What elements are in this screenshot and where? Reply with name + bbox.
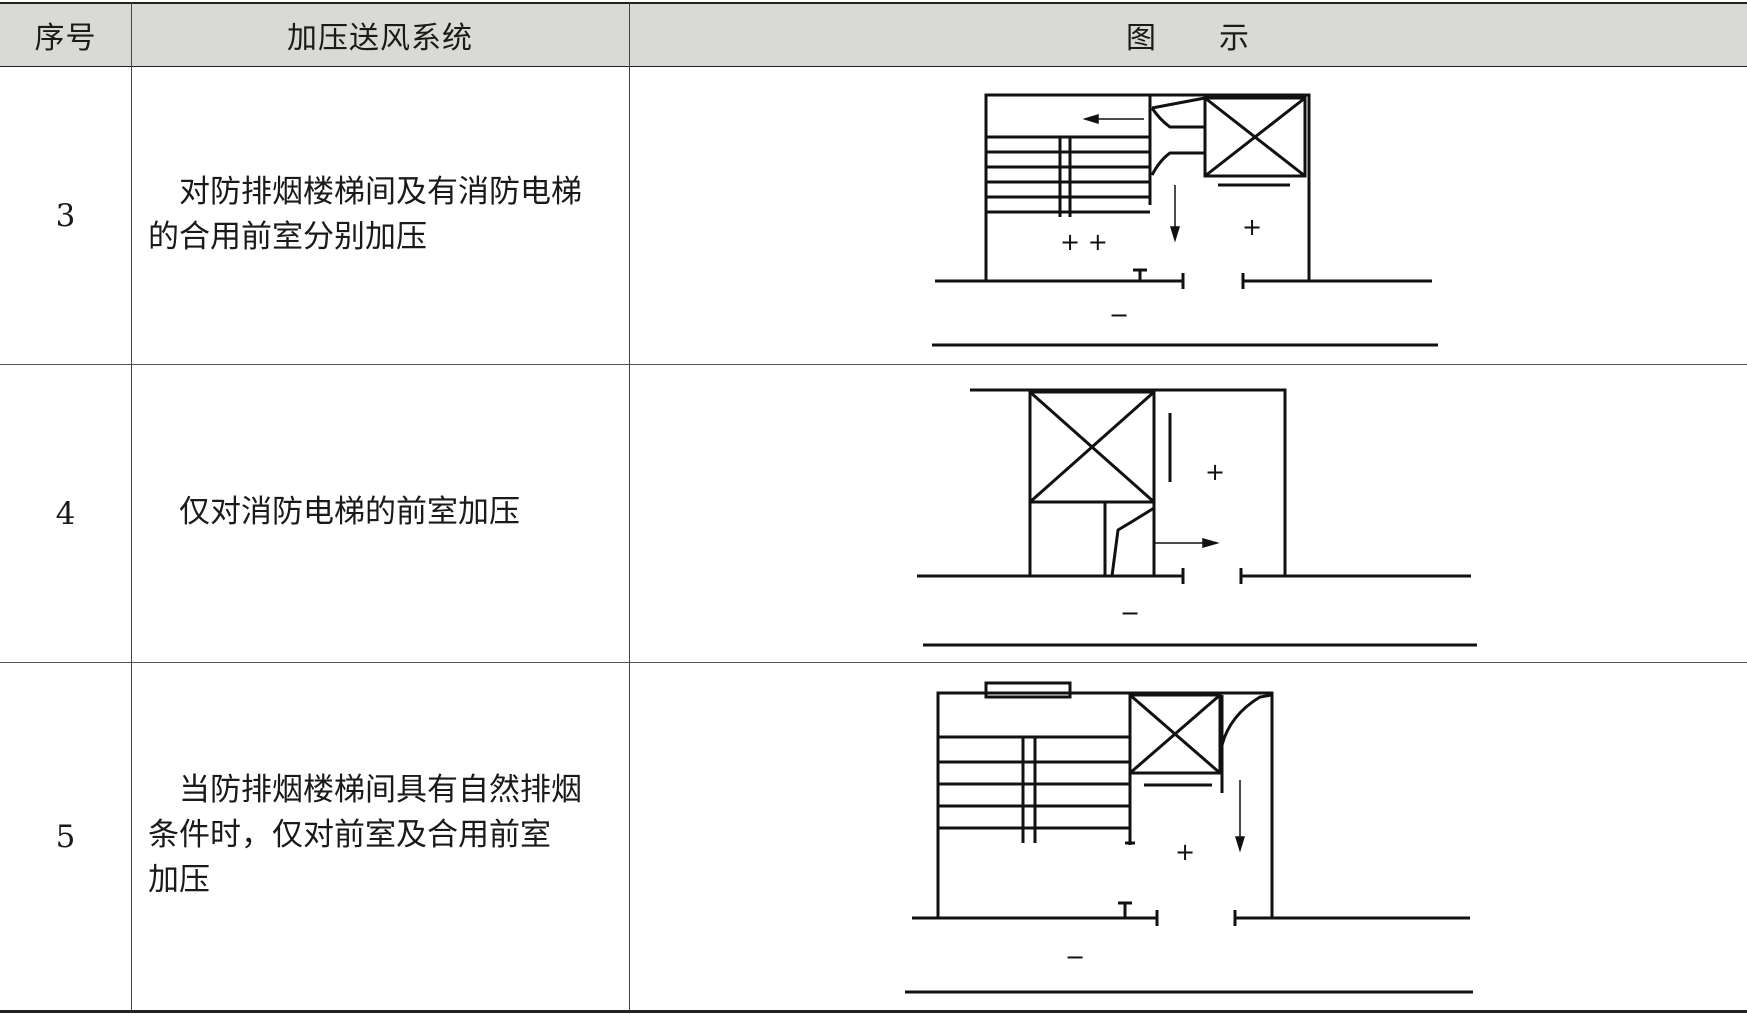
header-system: 加压送风系统 [287,21,473,56]
row-number: 5 [55,818,76,855]
table-bottom-rule [0,1010,1747,1013]
pressure-plus: + [1175,838,1195,866]
column-divider [629,3,630,1011]
header-figure: 图 示 [1126,21,1250,56]
description-line: 的合用前室分别加压 [148,219,427,255]
row-number: 3 [55,197,76,234]
description-line: 对防排烟楼梯间及有消防电梯 [148,174,582,210]
column-divider [131,3,132,1011]
pressure-minus: − [1120,599,1140,627]
table-header [0,3,1747,67]
row-number: 4 [55,495,76,532]
description-line: 加压 [148,862,210,898]
pressure-plus: + [1205,458,1225,486]
pressure-plus-right: + [1242,213,1262,241]
row-description: 当防排烟楼梯间具有自然排烟 条件时，仅对前室及合用前室 加压 [148,768,618,903]
header-number: 序号 [34,21,97,56]
row-description: 仅对消防电梯的前室加压 [148,490,618,535]
row-description: 对防排烟楼梯间及有消防电梯 的合用前室分别加压 [148,170,618,260]
pressure-plus-left: + + [1060,228,1108,256]
figure-row-5: + − [905,681,1473,994]
table-top-rule [0,2,1747,4]
figure-row-3: + + + − [932,93,1438,347]
pressure-minus: − [1065,943,1085,971]
row-divider [0,662,1747,663]
description-line: 当防排烟楼梯间具有自然排烟 [148,772,582,808]
header-rule [0,66,1747,67]
row-divider [0,364,1747,365]
description-line: 仅对消防电梯的前室加压 [148,494,520,530]
description-line: 条件时，仅对前室及合用前室 [148,817,551,853]
figure-row-4: + − [917,388,1477,647]
pressure-minus: − [1109,301,1129,329]
